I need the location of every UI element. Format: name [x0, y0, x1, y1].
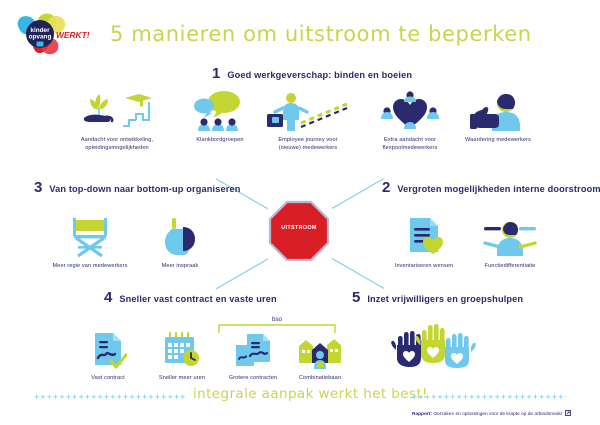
item-aandacht-ontwikkeling[interactable]: Aandacht voor ontwikkeling,opleidingsmog… — [68, 88, 166, 153]
directors-chair-icon — [42, 214, 138, 258]
ray-upper-right — [331, 178, 385, 210]
decor-plus-line-left: ++++++++++++++++++++++++ — [34, 392, 186, 402]
header: kinder opvang WERKT! 5 manieren om uitst… — [0, 0, 600, 62]
section-number-4: 4 — [104, 289, 113, 306]
bso-bracket: bso — [218, 316, 336, 336]
section-number-1: 1 — [212, 65, 221, 82]
item-meer-regie[interactable]: Meer regie van medewerkers — [42, 214, 138, 270]
plant-in-hand-graduation-cap-icon — [68, 88, 166, 132]
footer-tagline: integrale aanpak werkt het best! — [193, 386, 428, 402]
item-caption: Employee journey voor(nieuwe) medewerker… — [278, 137, 338, 152]
item-vast-contract[interactable]: Vast contract — [78, 326, 138, 382]
item-functiedifferentiatie[interactable]: Functiedifferentiatie — [466, 214, 554, 270]
item-caption: Vast contract — [91, 375, 125, 381]
footer: ++++++++++++++++++++++++ integrale aanpa… — [0, 386, 600, 425]
person-arrows-icon — [466, 214, 554, 258]
person-suitcase-path-icon — [258, 88, 358, 132]
item-sneller-meer-uren[interactable]: Sneller meer uren — [146, 326, 218, 382]
item-caption: Aandacht voor ontwikkeling,opleidingsmog… — [80, 137, 154, 152]
item-inventariseren-wensen[interactable]: Inventariseren wensen — [380, 214, 468, 270]
logo-graphic: kinder opvang WERKT! — [17, 13, 90, 55]
raised-hand-speaker-icon — [140, 214, 220, 258]
section-heading-3: 3 Van top-down naar bottom-up organisere… — [34, 180, 240, 195]
item-caption: Functiedifferentiatie — [484, 263, 536, 269]
logo-word-opvang: opvang — [29, 34, 52, 41]
item-grotere-contracten[interactable]: Grotere contracten — [216, 326, 290, 382]
section-number-3: 3 — [34, 179, 43, 196]
page-title: 5 manieren om uitstroom te beperken — [110, 22, 532, 46]
section-heading-2: 2 Vergroten mogelijkheden interne doorst… — [382, 180, 600, 195]
bracket-shape — [218, 324, 336, 333]
ray-lower-right — [331, 258, 385, 290]
section-title-3: Van top-down naar bottom-up organiseren — [49, 184, 241, 194]
contract-check-icon — [78, 326, 138, 370]
octagon-shape — [268, 200, 330, 262]
item-employee-journey[interactable]: Employee journey voor(nieuwe) medewerker… — [258, 88, 358, 153]
item-waardering[interactable]: Waardering medewerkers — [452, 88, 544, 144]
section-title-2: Vergroten mogelijkheden interne doorstro… — [397, 184, 600, 194]
logo-word-werkt: WERKT! — [56, 30, 90, 40]
section-title-4: Sneller vast contract en vaste uren — [119, 294, 277, 304]
item-caption: Klankbordgroepen — [196, 137, 244, 143]
two-documents-icon — [216, 326, 290, 370]
uitstroom-stop-sign: UITSTROOM — [268, 200, 330, 262]
decor-plus-line-right: +++++++++++++++++++++++++ — [412, 392, 566, 402]
heart-people-group-icon — [364, 88, 456, 132]
item-meer-inspraak[interactable]: Meer inspraak — [140, 214, 220, 270]
bso-label: bso — [260, 316, 294, 323]
section-number-2: 2 — [382, 179, 391, 196]
hub-label: UITSTROOM — [281, 225, 317, 231]
item-caption: Waardering medewerkers — [464, 137, 532, 143]
item-caption: Grotere contracten — [228, 375, 278, 381]
report-label: Rapport: — [412, 412, 432, 417]
buildings-person-icon — [284, 326, 356, 370]
section-number-5: 5 — [352, 289, 361, 306]
section-title-1: Goed werkgeverschap: binden en boeien — [227, 70, 413, 80]
document-heart-icon — [380, 214, 468, 258]
report-credit[interactable]: Rapport: Oorzaken en oplossingen voor de… — [412, 410, 572, 417]
external-link-icon[interactable] — [565, 410, 572, 416]
report-link[interactable]: Oorzaken en oplossingen voor de krapte o… — [433, 412, 563, 417]
kinderopvang-werkt-logo[interactable]: kinder opvang WERKT! — [12, 12, 90, 56]
item-vrijwilligers[interactable] — [386, 320, 476, 368]
section-heading-4: 4 Sneller vast contract en vaste uren — [104, 290, 277, 305]
item-klankbordgroepen[interactable]: Klankbordgroepen — [180, 88, 260, 144]
item-caption: Sneller meer uren — [158, 375, 206, 381]
section-heading-1: 1 Goed werkgeverschap: binden en boeien — [212, 66, 412, 81]
item-caption: Combinatiebaan — [298, 375, 342, 381]
speech-bubbles-people-icon — [180, 88, 260, 132]
item-combinatiebaan[interactable]: Combinatiebaan — [284, 326, 356, 382]
thumbs-up-person-icon — [452, 88, 544, 132]
section-heading-5: 5 Inzet vrijwilligers en groepshulpen — [352, 290, 523, 305]
item-caption: Inventariseren wensen — [394, 263, 454, 269]
logo-word-kinder: kinder — [30, 27, 50, 34]
item-caption: Meer inspraak — [161, 263, 199, 269]
item-caption: Meer regie van medewerkers — [52, 263, 128, 269]
three-hands-hearts-icon — [386, 320, 476, 368]
section-title-5: Inzet vrijwilligers en groepshulpen — [367, 294, 524, 304]
ray-lower-left — [215, 258, 269, 290]
calendar-clock-icon — [146, 326, 218, 370]
